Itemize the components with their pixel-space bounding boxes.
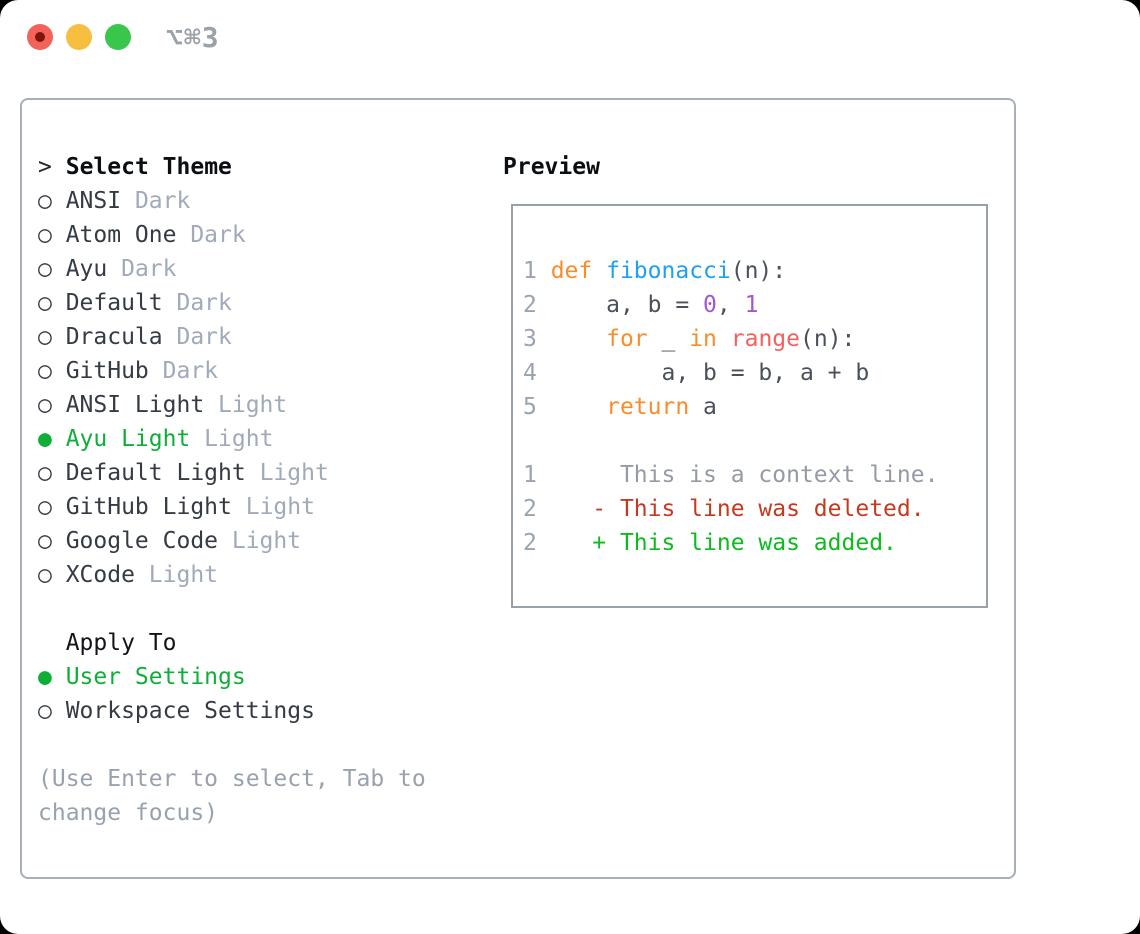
option-label: ○ GitHub Light: [38, 494, 232, 520]
option-label: ○ Ayu: [38, 256, 108, 282]
theme-variant-badge: Light: [134, 562, 219, 588]
apply-to-list: ● User Settings ○ Workspace Settings: [38, 660, 493, 728]
option-label: ○ Default: [38, 290, 163, 316]
theme-variant-badge: Light: [190, 426, 274, 452]
theme-option-github[interactable]: ○ GitHub Dark: [38, 354, 493, 388]
keyboard-hint: (Use Enter to select, Tab to change focu…: [38, 766, 426, 826]
theme-variant-badge: Light: [204, 392, 288, 418]
theme-option-ansi[interactable]: ○ ANSI Dark: [38, 184, 493, 218]
option-label: ○ Default Light: [38, 460, 246, 486]
theme-list: ○ ANSI Dark○ Atom One Dark○ Ayu Dark○ De…: [38, 184, 493, 592]
apply-to-header: Apply To: [65, 630, 177, 656]
option-label: ○ Atom One: [38, 222, 177, 248]
theme-variant-badge: Light: [218, 528, 302, 554]
diff-line-context: 1 This is a context line.: [523, 462, 939, 488]
option-label: ○ Dracula: [38, 324, 163, 350]
line-number: 2: [523, 496, 551, 522]
line-number: 2: [523, 292, 551, 318]
code-line: 3 for _ in range(n):: [523, 326, 856, 352]
zoom-button-icon[interactable]: [105, 24, 131, 50]
preview-code: 1 def fibonacci(n): 2 a, b = 0, 1 3 for _ …: [523, 254, 986, 424]
theme-list-header-label: Select Theme: [65, 154, 232, 180]
theme-option-atom-one[interactable]: ○ Atom One Dark: [38, 218, 493, 252]
preview-header: Preview: [503, 154, 600, 180]
code-line: 5 return a: [523, 394, 717, 420]
theme-option-ayu-light[interactable]: ● Ayu Light Light: [38, 422, 493, 456]
theme-variant-badge: Dark: [162, 290, 232, 316]
focus-caret-icon: >: [38, 154, 52, 180]
preview-diff: 1 This is a context line. 2 - This line w…: [523, 458, 986, 560]
diff-line-added: 2 + This line was added.: [523, 530, 897, 556]
titlebar: ⌥⌘3: [0, 0, 1140, 74]
code-line: 1 def fibonacci(n):: [523, 258, 787, 284]
theme-option-google-code[interactable]: ○ Google Code Light: [38, 524, 493, 558]
theme-option-ayu[interactable]: ○ Ayu Dark: [38, 252, 493, 286]
option-label: ○ Workspace Settings: [38, 698, 315, 724]
theme-variant-badge: Dark: [162, 324, 232, 350]
spacer: [38, 728, 493, 762]
theme-option-dracula[interactable]: ○ Dracula Dark: [38, 320, 493, 354]
theme-variant-badge: Dark: [121, 188, 191, 214]
left-column: > Select Theme ○ ANSI Dark○ Atom One Dar…: [38, 150, 493, 830]
preview-box: 1 def fibonacci(n): 2 a, b = 0, 1 3 for _ …: [511, 204, 988, 608]
close-button-icon[interactable]: [27, 24, 53, 50]
line-number: 5: [523, 394, 551, 420]
option-label: ● Ayu Light: [38, 426, 191, 452]
theme-option-ansi-light[interactable]: ○ ANSI Light Light: [38, 388, 493, 422]
theme-variant-badge: Dark: [107, 256, 177, 282]
main-panel: > Select Theme ○ ANSI Dark○ Atom One Dar…: [20, 98, 1016, 879]
minimize-button-icon[interactable]: [66, 24, 92, 50]
diff-line-deleted: 2 - This line was deleted.: [523, 496, 925, 522]
apply-to-option-workspace-settings[interactable]: ○ Workspace Settings: [38, 694, 493, 728]
apply-to-option-user-settings[interactable]: ● User Settings: [38, 660, 493, 694]
line-number: 4: [523, 360, 551, 386]
option-label: ○ ANSI Light: [38, 392, 205, 418]
theme-variant-badge: Dark: [148, 358, 219, 384]
option-label: ○ ANSI: [38, 188, 122, 214]
option-label: ● User Settings: [38, 664, 246, 690]
theme-option-default[interactable]: ○ Default Dark: [38, 286, 493, 320]
theme-option-xcode[interactable]: ○ XCode Light: [38, 558, 493, 592]
theme-list-header: > Select Theme: [38, 150, 493, 184]
option-label: ○ XCode: [38, 562, 135, 588]
theme-option-github-light[interactable]: ○ GitHub Light Light: [38, 490, 493, 524]
code-line: 4 a, b = b, a + b: [523, 360, 870, 386]
theme-option-default-light[interactable]: ○ Default Light Light: [38, 456, 493, 490]
line-number: 1: [523, 258, 551, 284]
option-label: ○ Google Code: [38, 528, 219, 554]
window-title: ⌥⌘3: [166, 21, 220, 54]
spacer: [38, 592, 493, 626]
line-number: 2: [523, 530, 551, 556]
theme-variant-badge: Dark: [176, 222, 246, 248]
option-label: ○ GitHub: [38, 358, 149, 384]
code-line: 2 a, b = 0, 1: [523, 292, 759, 318]
theme-variant-badge: Light: [245, 460, 329, 486]
theme-variant-badge: Light: [231, 494, 315, 520]
line-number: 3: [523, 326, 551, 352]
line-number: 1: [523, 462, 551, 488]
